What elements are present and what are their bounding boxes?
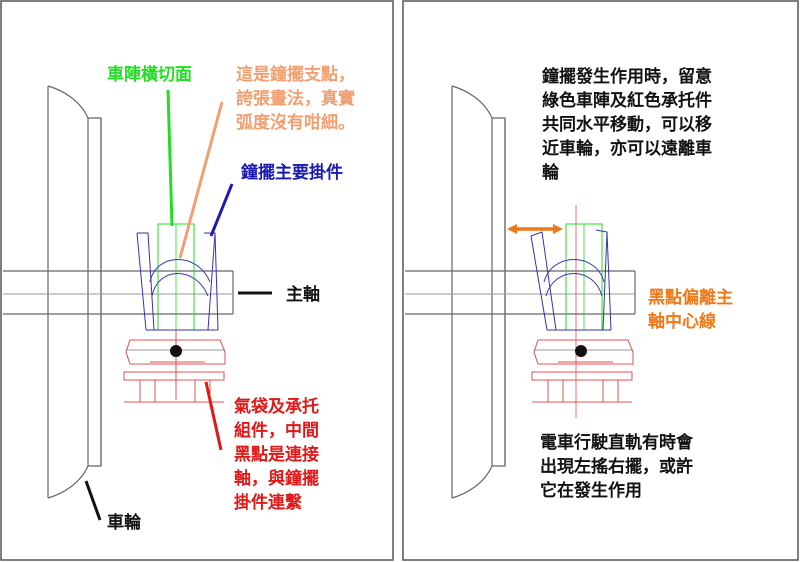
right-panel: 鐘擺發生作用時，留意 綠色車陣及紅色承托件 共同水平移動，可以移 近車輪，亦可以… bbox=[402, 0, 799, 561]
label-car-body-section: 車陣橫切面 bbox=[107, 64, 192, 85]
right-bottom-note: 電車行駛直軌有時會 出現左搖右擺，或許 它在發生作用 bbox=[540, 432, 699, 501]
label-wheel: 車輪 bbox=[107, 512, 142, 533]
label-airbag-assembly: 氣袋及承托 組件，中間 黑點是連接 軸，與鐘擺 掛件連繫 bbox=[234, 396, 325, 513]
pendulum-hanger bbox=[136, 232, 219, 331]
label-pin-offset: 黑點偏離主 軸中心線 bbox=[648, 287, 739, 332]
leader-green bbox=[166, 89, 174, 227]
label-pivot-note: 這是鐘擺支點， 誇張畫法，真實 弧度沒有咁細。 bbox=[236, 64, 361, 133]
main-axle-right bbox=[405, 270, 636, 315]
main-axle bbox=[3, 270, 234, 315]
connecting-pin-offset bbox=[575, 345, 587, 357]
airbag-assembly-shifted bbox=[531, 339, 634, 403]
wheel-drawing bbox=[47, 85, 102, 499]
left-panel: 車陣橫切面 這是鐘擺支點， 誇張畫法，真實 弧度沒有咁細。 鐘擺主要掛件 主軸 … bbox=[0, 0, 394, 561]
leader-blue bbox=[209, 183, 234, 237]
pendulum-hanger-swung bbox=[530, 229, 612, 331]
connecting-pin bbox=[170, 345, 182, 357]
right-panel-frame bbox=[402, 0, 799, 561]
wheel-drawing-right bbox=[451, 85, 506, 499]
right-top-note: 鐘擺發生作用時，留意 綠色車陣及紅色承托件 共同水平移動，可以移 近車輪，亦可以… bbox=[542, 66, 718, 183]
label-pendulum-hanger: 鐘擺主要掛件 bbox=[241, 162, 343, 183]
label-main-axle: 主軸 bbox=[286, 284, 320, 305]
airbag-assembly bbox=[123, 330, 226, 403]
leader-wheel bbox=[84, 480, 102, 521]
leader-red bbox=[204, 381, 223, 451]
leader-salmon bbox=[178, 101, 224, 259]
